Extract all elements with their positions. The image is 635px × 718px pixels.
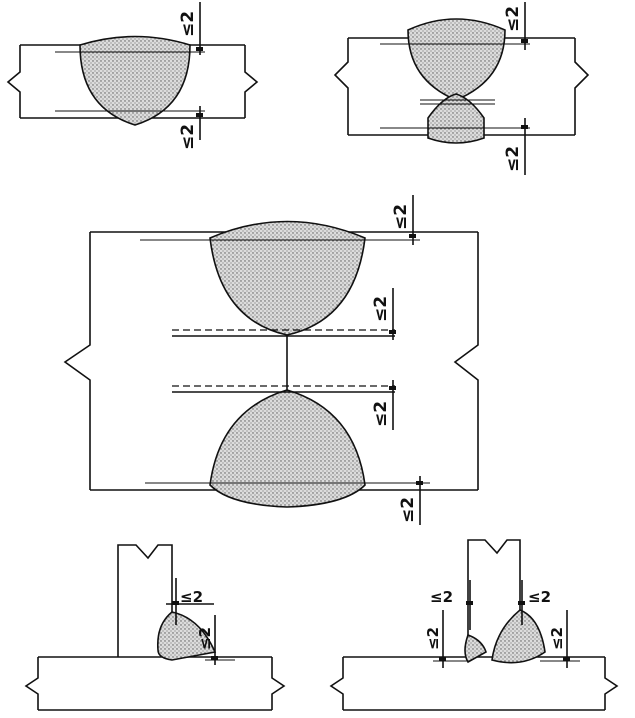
dimension-tick xyxy=(389,386,396,390)
tolerance-label: ≤2 xyxy=(391,204,411,230)
weld-bead-bottom xyxy=(209,389,366,508)
dimension-tick xyxy=(211,656,218,660)
tolerance-label: ≤2 xyxy=(180,588,203,606)
tolerance-label: ≤2 xyxy=(430,588,453,606)
panel-single-fillet-weld: ≤2 ≤2 xyxy=(24,544,286,711)
panel-single-side-butt-weld: ≤2 ≤2 xyxy=(6,2,259,150)
dimension-tick xyxy=(521,125,528,129)
break-line-left xyxy=(329,657,344,710)
break-line-right xyxy=(574,38,590,135)
weld-bead-top xyxy=(209,220,366,336)
tolerance-label: ≤2 xyxy=(548,627,566,650)
vertical-plate xyxy=(467,539,521,657)
dimension-tick xyxy=(409,234,416,238)
dimension-tick xyxy=(518,601,525,605)
tolerance-label: ≤2 xyxy=(196,627,214,650)
break-line-left xyxy=(333,38,349,135)
break-line-right xyxy=(604,657,619,710)
tolerance-label: ≤2 xyxy=(503,146,523,172)
tolerance-label: ≤2 xyxy=(371,401,391,427)
tolerance-label: ≤2 xyxy=(398,497,418,523)
dimension-tick xyxy=(196,113,203,117)
dimension-tick xyxy=(521,39,528,43)
panel-double-side-butt-weld-large: ≤2 ≤2 ≤2 ≤2 xyxy=(63,195,479,525)
panel-double-fillet-weld: ≤2 ≤2 ≤2 ≤2 xyxy=(329,539,619,711)
tolerance-label: ≤2 xyxy=(178,124,198,150)
dimension-tick xyxy=(466,601,473,605)
tolerance-label: ≤2 xyxy=(528,588,551,606)
dimension-tick xyxy=(416,481,423,485)
fillet-weld-right xyxy=(491,609,546,664)
break-line-left xyxy=(6,45,21,118)
break-line-left xyxy=(24,657,39,710)
tolerance-label: ≤2 xyxy=(503,6,523,32)
dimension-tick xyxy=(563,657,570,661)
weld-bead-bottom xyxy=(427,93,485,144)
fillet-weld xyxy=(156,611,217,661)
weld-bead-top xyxy=(407,18,506,101)
break-line-left xyxy=(63,232,91,490)
tolerance-label: ≤2 xyxy=(371,296,391,322)
break-line-right xyxy=(244,45,259,118)
weld-bead xyxy=(79,35,191,126)
tolerance-label: ≤2 xyxy=(178,11,198,37)
panel-double-side-butt-weld-small: ≤2 ≤2 xyxy=(333,2,590,175)
tolerance-label: ≤2 xyxy=(424,627,442,650)
vertical-plate xyxy=(117,544,173,657)
dimension-tick xyxy=(196,47,203,51)
fillet-weld-left xyxy=(464,633,487,664)
dimension-tick xyxy=(389,330,396,334)
break-line-right xyxy=(453,232,479,490)
dimension-tick xyxy=(172,601,179,605)
dimension-tick xyxy=(439,657,446,661)
break-line-right xyxy=(271,657,286,710)
